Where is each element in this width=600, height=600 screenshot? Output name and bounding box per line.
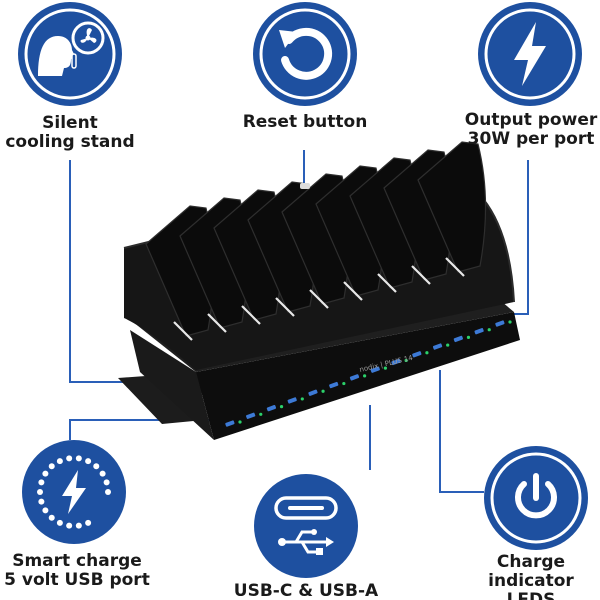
slot-cutout (411, 265, 431, 285)
usb-port (370, 366, 380, 373)
indicator-leds (238, 320, 512, 424)
indicator-led (363, 374, 367, 378)
feature-badge-usb (254, 474, 358, 578)
feature-label-output-power: Output power 30W per port (464, 110, 598, 149)
indicator-led (259, 412, 263, 416)
indicator-led (487, 328, 491, 332)
callout-line-power (512, 160, 529, 315)
usb-port (349, 374, 360, 381)
usb-ports (225, 320, 505, 427)
usb-port-icon (274, 496, 338, 555)
power-button-icon (490, 452, 582, 544)
feature-badge-smart-charge (22, 440, 126, 544)
usb-port (225, 420, 235, 427)
usb-port (308, 389, 318, 396)
usb-port (287, 397, 297, 404)
feature-badge-reset (253, 2, 357, 106)
feature-badge-output-power (478, 2, 582, 106)
base-side (130, 330, 214, 440)
lightning-bolt-icon (484, 8, 576, 100)
indicator-led (404, 358, 408, 363)
indicator-led (300, 397, 304, 401)
feature-badge-silent-cooling (18, 2, 122, 106)
feature-label-reset: Reset button (242, 112, 368, 132)
indicator-led (446, 343, 450, 347)
usb-port (329, 381, 339, 389)
reset-button[interactable] (300, 183, 310, 189)
slot-divider (417, 141, 487, 273)
usb-port (246, 412, 256, 419)
usb-port (474, 328, 484, 335)
slot-dividers (145, 141, 487, 341)
silent-fan-icon (24, 8, 116, 100)
indicator-led (238, 420, 242, 424)
slot-cutout (343, 281, 363, 301)
usb-port (453, 335, 463, 343)
usb-port (391, 358, 401, 366)
feature-label-silent-cooling: Silent cooling stand (5, 113, 135, 152)
reset-arrow-icon (259, 8, 351, 100)
indicator-led (466, 335, 471, 339)
slot-cutout (275, 297, 295, 317)
slot-cutout (241, 305, 261, 325)
slot-cutout (173, 321, 193, 341)
indicator-led (508, 320, 512, 324)
smart-charge-icon (37, 455, 111, 529)
feature-label-charge-leds: Charge indicator LEDS (488, 552, 574, 600)
slot-cutout (377, 273, 397, 293)
usb-port (432, 343, 443, 350)
indicator-led (425, 351, 429, 355)
indicator-led (321, 389, 325, 393)
slot-cutout (207, 313, 227, 333)
slot-cutout (445, 257, 465, 277)
feature-label-smart-charge: Smart charge 5 volt USB port (4, 551, 150, 590)
indicator-led (279, 405, 284, 409)
slot-cutout (309, 289, 329, 309)
feature-label-usb: USB-C & USB-A (233, 581, 379, 600)
usb-port (412, 351, 422, 358)
usb-port (266, 404, 277, 412)
feature-badge-charge-leds (484, 446, 588, 550)
indicator-led (342, 381, 346, 386)
callout-line-leds (439, 370, 484, 493)
usb-port (495, 320, 505, 327)
indicator-led (383, 366, 387, 370)
